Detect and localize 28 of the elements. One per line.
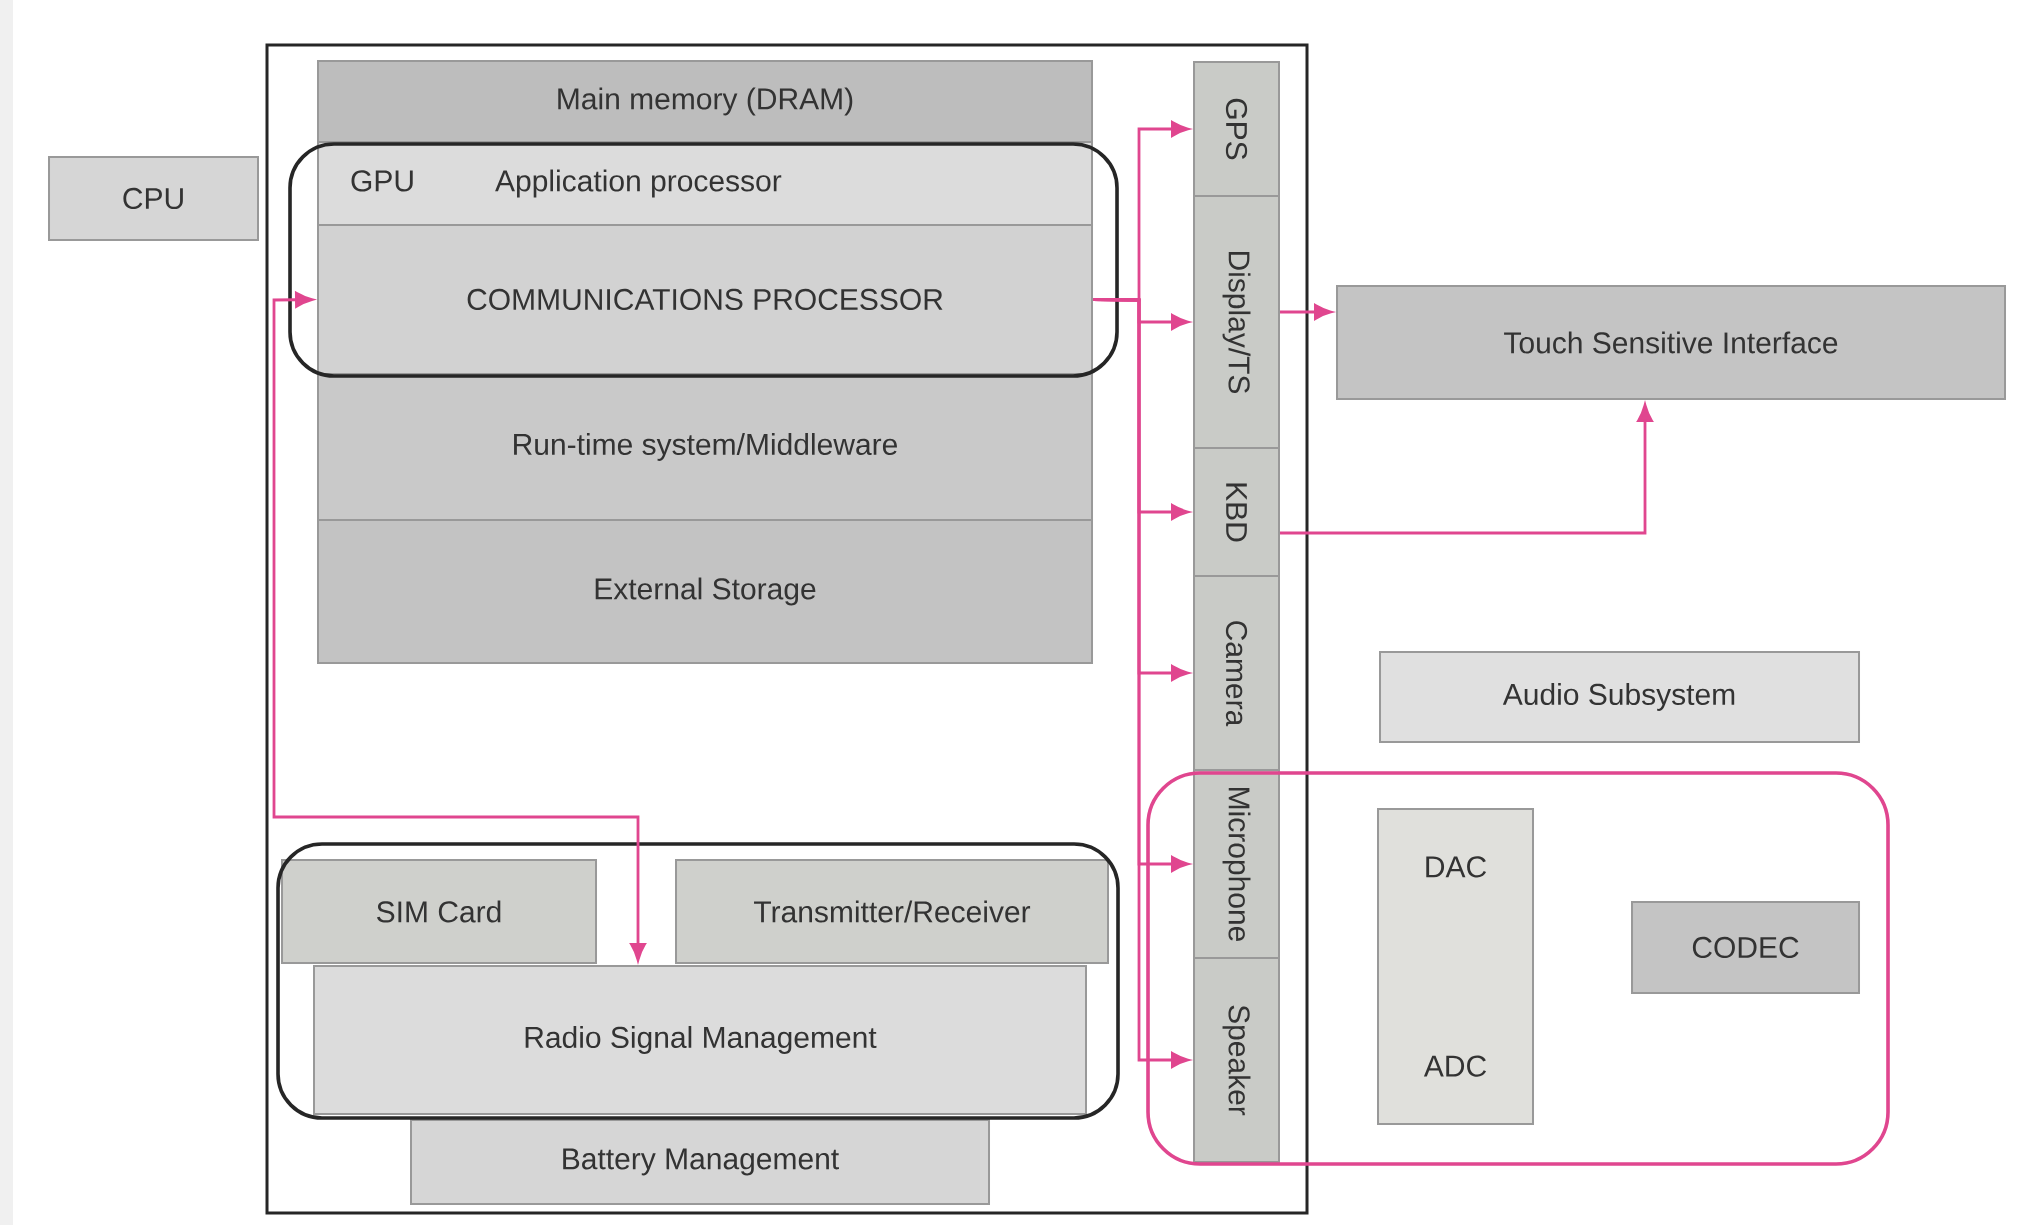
peripheral-box: Display/TS — [1193, 195, 1280, 449]
group-outline — [276, 842, 1120, 1120]
component-box: SIM Card — [281, 859, 597, 964]
component-box: CODEC — [1631, 901, 1860, 994]
component-box: Battery Management — [410, 1119, 990, 1205]
component-box: Run-time system/Middleware — [317, 373, 1093, 521]
component-box: Main memory (DRAM) — [317, 60, 1093, 143]
arrow — [1280, 304, 1333, 320]
component-box: External Storage — [317, 519, 1093, 664]
component-box: CPU — [48, 156, 259, 241]
device-frame — [265, 43, 1309, 1215]
arrow — [1093, 298, 1190, 1068]
component-box: GPU Application processor — [317, 141, 1093, 226]
component-box: Audio Subsystem — [1379, 651, 1860, 743]
component-box: COMMUNICATIONS PROCESSOR — [317, 224, 1093, 375]
arrow — [272, 291, 646, 962]
peripheral-box: Camera — [1193, 575, 1280, 771]
peripheral-box: Microphone — [1193, 769, 1280, 959]
arrow — [1280, 403, 1653, 535]
peripheral-box: GPS — [1193, 61, 1280, 197]
component-box: Transmitter/Receiver — [675, 859, 1109, 964]
component-box: Radio Signal Management — [313, 965, 1087, 1115]
component-box: Touch Sensitive Interface — [1336, 285, 2006, 400]
group-outline — [1146, 771, 1890, 1166]
peripheral-box: KBD — [1193, 447, 1280, 577]
converter-box: DAC ADC — [1377, 808, 1534, 1125]
peripheral-box: Speaker — [1193, 957, 1280, 1163]
group-outline — [288, 142, 1119, 378]
